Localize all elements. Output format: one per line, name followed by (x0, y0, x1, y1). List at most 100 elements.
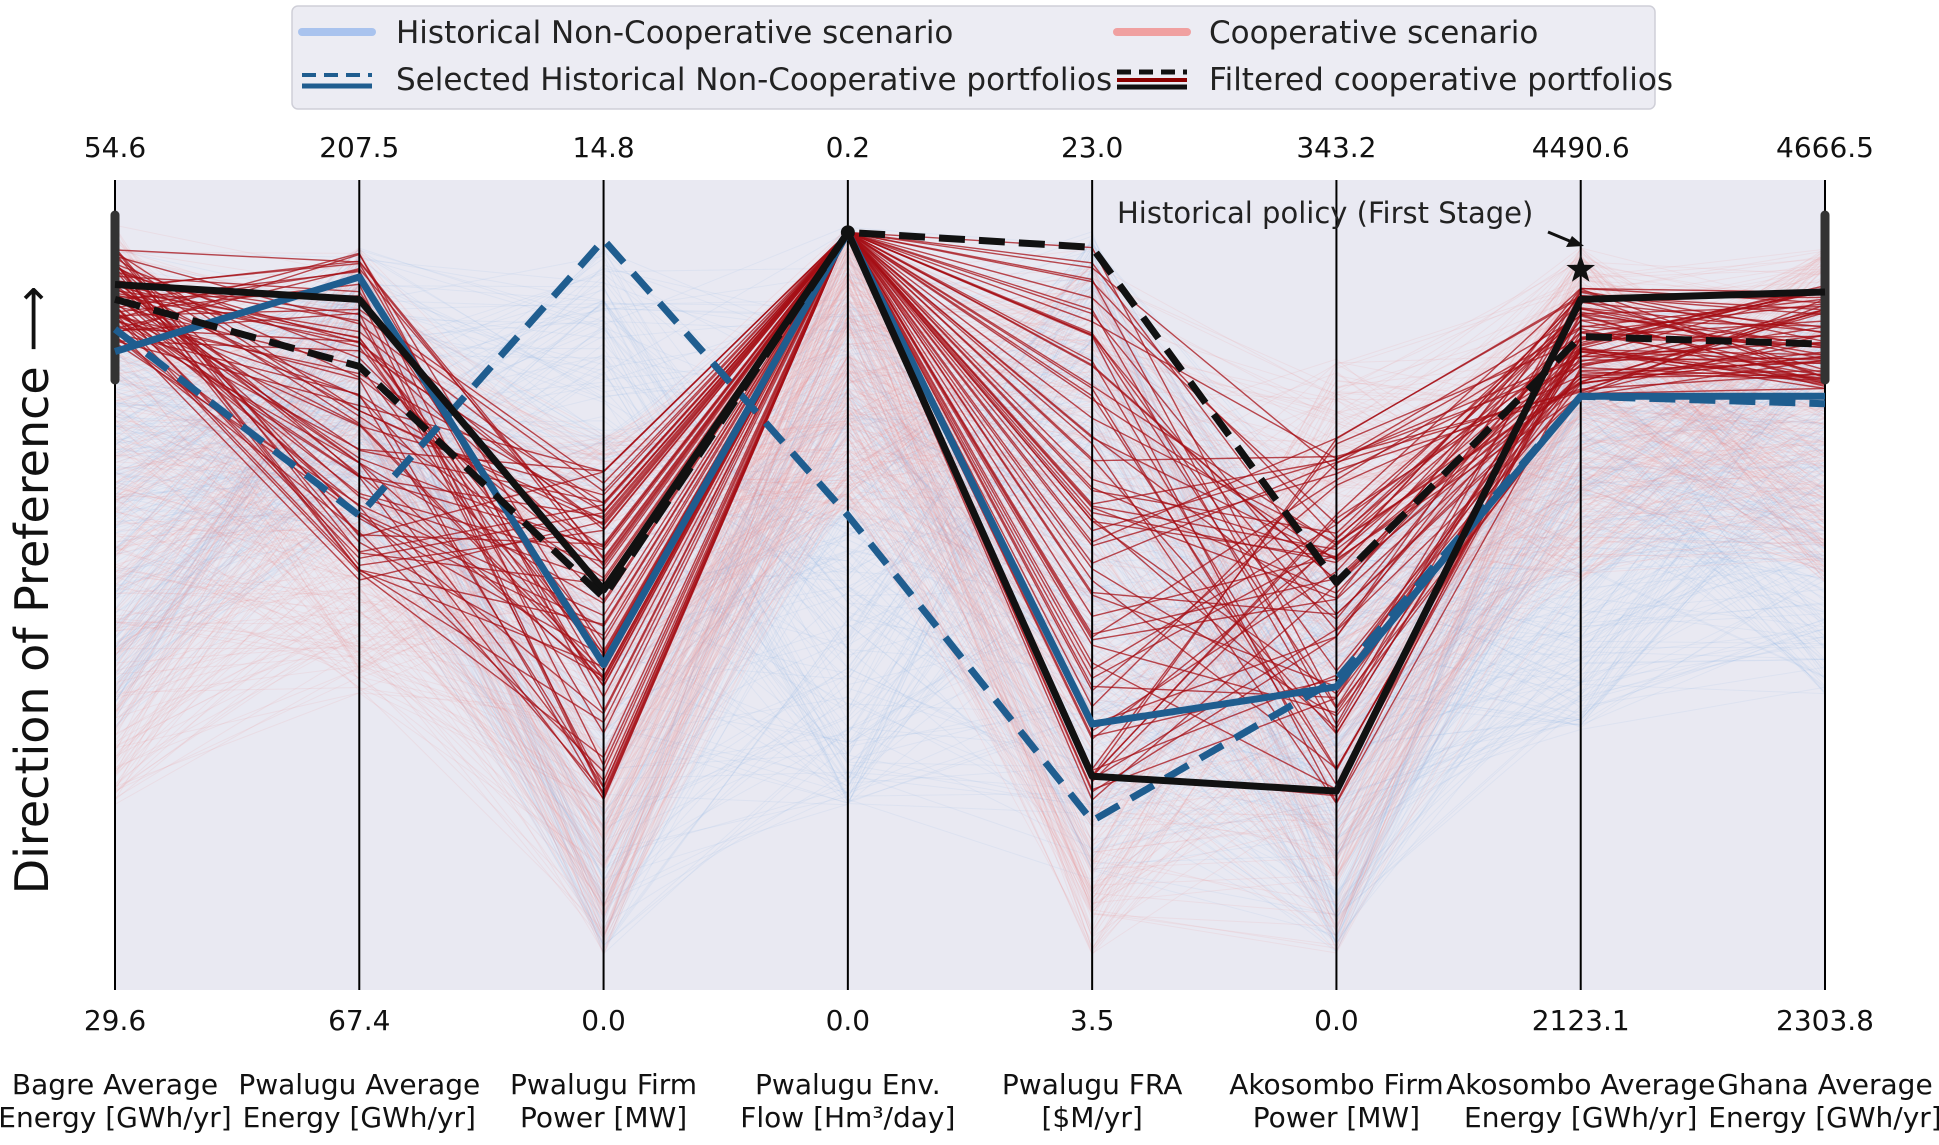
cooperative-scenario-line (114, 355, 1826, 617)
historical-scenario-line (114, 310, 1826, 809)
historical-scenario-line (114, 299, 1826, 806)
historical-scenario-line (114, 225, 1826, 824)
historical-scenario-line (114, 288, 1826, 904)
axis-title: Pwalugu Firm (510, 1068, 697, 1101)
cooperative-scenario-line (114, 325, 1826, 758)
historical-scenario-line (114, 303, 1826, 907)
historical-scenario-line (114, 312, 1826, 859)
cooperative-scenario-line (114, 225, 1826, 665)
historical-scenario-line (114, 277, 1826, 783)
historical-scenario-line (114, 310, 1826, 788)
cooperative-scenario-line (114, 288, 1826, 867)
filtered-cooperative-line (114, 231, 1826, 771)
historical-scenario-line (114, 253, 1826, 804)
historical-scenario-line (114, 289, 1826, 810)
historical-scenario-line (114, 339, 1826, 812)
historical-scenario-line (114, 249, 1826, 768)
cooperative-scenario-line (114, 239, 1826, 860)
cooperative-scenario-line (114, 370, 1826, 870)
historical-scenario-line (114, 375, 1826, 839)
historical-scenario-line (114, 286, 1826, 722)
historical-scenario-line (114, 307, 1826, 829)
historical-scenario-line (114, 330, 1826, 802)
cooperative-scenario-line (114, 258, 1826, 939)
cooperative-scenario-line (114, 265, 1826, 895)
cooperative-scenario-line (114, 315, 1826, 903)
historical-scenario-line (114, 257, 1826, 804)
axis-tick-labels: 54.629.6207.567.414.80.00.20.023.03.5343… (84, 131, 1874, 1037)
cooperative-scenario-line (114, 299, 1826, 955)
cooperative-scenario-line (114, 231, 1826, 918)
axis-min-label: 0.0 (1314, 1004, 1359, 1037)
historical-scenario-line (114, 226, 1826, 655)
axis-max-label: 14.8 (572, 131, 634, 164)
cooperative-scenario-line (114, 354, 1826, 954)
cooperative-scenario-line (114, 269, 1826, 937)
axis-title: [$M/yr] (1041, 1101, 1142, 1134)
historical-scenario-line (114, 386, 1826, 726)
cooperative-scenario-line (114, 320, 1826, 883)
historical-scenario-line (114, 303, 1826, 694)
historical-scenario-line (114, 301, 1826, 919)
axis-max-label: 0.2 (826, 131, 871, 164)
filtered-cooperative-line (114, 231, 1826, 790)
cooperative-scenario-line (114, 425, 1826, 725)
historical-scenario-line (114, 258, 1826, 917)
historical-scenario-line (114, 305, 1826, 630)
historical-scenario-line (114, 258, 1826, 769)
annotation-arrow (1547, 230, 1573, 244)
historical-scenario-line (114, 339, 1826, 881)
axis-title: Pwalugu FRA (1002, 1068, 1182, 1101)
historical-scenario-line (114, 354, 1826, 797)
axis-point-marker (840, 225, 855, 240)
cooperative-scenario-line (114, 251, 1826, 651)
cooperative-scenario-line (114, 302, 1826, 891)
cooperative-scenario-line (114, 413, 1826, 916)
cooperative-scenario-line (114, 269, 1826, 654)
cooperative-scenario-line (114, 271, 1826, 938)
cooperative-scenario-line (114, 289, 1826, 571)
cooperative-scenario-line (114, 289, 1826, 884)
legend: Historical Non-Cooperative scenario Coop… (291, 5, 1673, 110)
cooperative-scenario-line (114, 285, 1826, 760)
cooperative-scenario-line (114, 265, 1826, 893)
historical-scenario-line (114, 359, 1826, 798)
historical-scenario-line (114, 297, 1826, 940)
historical-scenario-line (114, 293, 1826, 850)
cooperative-scenario-line (114, 423, 1826, 675)
legend-label-selected: Selected Historical Non-Cooperative port… (396, 62, 1112, 98)
historical-scenario-line (114, 403, 1826, 946)
cooperative-scenario-line (114, 354, 1826, 807)
cooperative-scenario-line (114, 373, 1826, 746)
cooperative-scenario-line (114, 339, 1826, 891)
filtered-cooperative-line (114, 231, 1826, 639)
cooperative-scenario-line (114, 248, 1826, 952)
axis-title: Akosombo Firm (1229, 1068, 1443, 1101)
cooperative-scenario-line (114, 390, 1826, 837)
axis-title: Flow [Hm³/day] (740, 1101, 955, 1134)
historical-scenario-line (114, 249, 1826, 912)
cooperative-scenario-line (114, 460, 1826, 665)
cooperative-scenario-line (114, 321, 1826, 903)
cooperative-scenario-line (114, 252, 1826, 912)
cooperative-scenario-line (114, 263, 1826, 876)
cooperative-scenario-line (114, 249, 1826, 565)
historical-scenario-line (114, 440, 1826, 945)
highlighted-series (112, 225, 1826, 825)
cooperative-scenario-line (114, 242, 1826, 853)
axis-max-label: 23.0 (1061, 131, 1123, 164)
historical-scenario-line (114, 511, 1826, 842)
cooperative-scenario-line (114, 288, 1826, 785)
historical-scenario-line (114, 276, 1826, 805)
filtered-cooperative-line (114, 231, 1826, 783)
historical-scenario-line (114, 294, 1826, 571)
axis-max-label: 4490.6 (1532, 131, 1630, 164)
historical-scenario-line (114, 250, 1826, 902)
historical-scenario-line (114, 328, 1826, 780)
cooperative-scenario-line (114, 328, 1826, 539)
historical-scenario-line (114, 252, 1826, 645)
axis-max-label: 4666.5 (1776, 131, 1874, 164)
cooperative-scenario-line (114, 254, 1826, 837)
cooperative-scenario-line (114, 236, 1826, 755)
historical-scenario-line (114, 278, 1826, 890)
